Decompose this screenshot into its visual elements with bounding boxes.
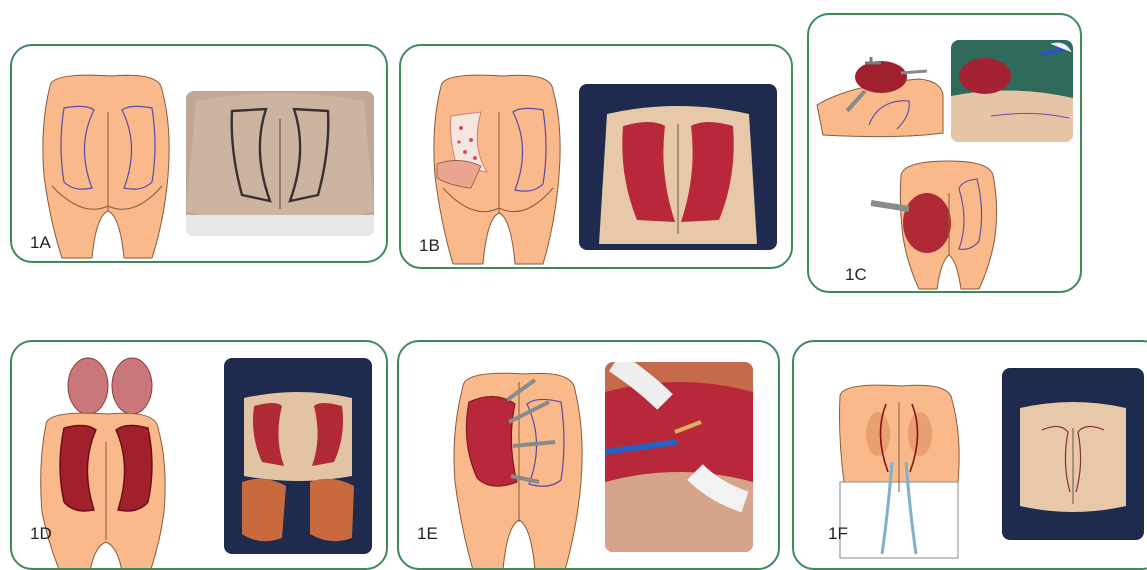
panel-label-1b: 1B (419, 236, 440, 256)
photo-1f (1002, 368, 1144, 540)
photo-1d (224, 358, 372, 554)
panel-label-1c: 1C (845, 265, 867, 285)
panel-1f: 1F (792, 340, 1147, 570)
panel-1e: 1E (397, 340, 780, 570)
panel-1d: 1D (10, 340, 388, 570)
panel-label-1d: 1D (30, 524, 52, 544)
panel-label-1e: 1E (417, 524, 438, 544)
photo-1e (605, 362, 753, 552)
photo-1a (186, 91, 374, 236)
panel-label-1a: 1A (30, 233, 51, 253)
panel-1c: 1C (807, 13, 1082, 293)
panel-1b: 1B (399, 44, 793, 269)
panel-1a: 1A (10, 44, 388, 263)
photo-1b (579, 84, 777, 250)
photo-1c (951, 40, 1073, 142)
panel-label-1f: 1F (828, 524, 848, 544)
